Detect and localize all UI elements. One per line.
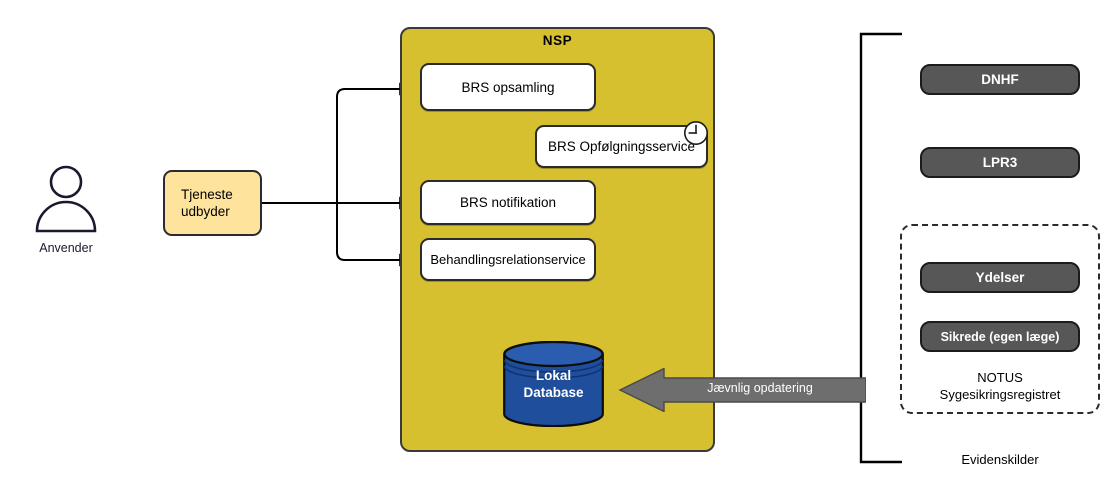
service-provider-label: Tjeneste udbyder: [181, 186, 233, 221]
provider-line2: udbyder: [181, 204, 230, 219]
notus-line2: Sygesikringsregistret: [939, 386, 1061, 402]
local-database-icon[interactable]: [503, 341, 604, 427]
service-brs-opfoelgningsservice[interactable]: BRS Opfølgningsservice: [535, 125, 708, 168]
actor-label: Anvender: [39, 241, 93, 255]
service-brs-notifikation[interactable]: BRS notifikation: [420, 180, 596, 225]
clock-icon: [684, 121, 708, 145]
notus-line1: NOTUS: [977, 370, 1023, 385]
evidence-bracket-label: Evidenskilder: [961, 452, 1039, 467]
service-behandlingsrelationservice[interactable]: Behandlingsrelationservice: [420, 238, 596, 281]
person-icon: [35, 165, 97, 233]
source-sikrede-egen-laege[interactable]: Sikrede (egen læge): [920, 321, 1080, 352]
notus-group-label: NOTUS Sygesikringsregistret: [900, 370, 1100, 404]
nsp-title: NSP: [542, 33, 573, 48]
source-lpr3[interactable]: LPR3: [920, 147, 1080, 178]
service-brs-opsamling[interactable]: BRS opsamling: [420, 63, 596, 111]
provider-line1: Tjeneste: [181, 186, 233, 202]
source-ydelser[interactable]: Ydelser: [920, 262, 1080, 293]
evidence-bracket: [859, 32, 902, 464]
service-provider-box[interactable]: Tjeneste udbyder: [163, 170, 262, 236]
source-dnhf[interactable]: DNHF: [920, 64, 1080, 95]
update-flow-arrow: [618, 368, 866, 412]
notus-group-box: [900, 224, 1100, 414]
